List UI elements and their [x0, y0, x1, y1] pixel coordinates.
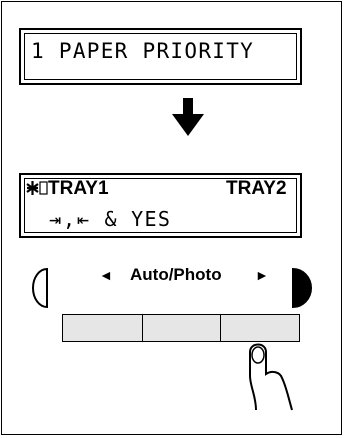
tray1-selection: TRAY1 [26, 178, 109, 200]
down-arrow-icon [172, 98, 204, 136]
lcd-display-tray-selection: TRAY1 TRAY2 ⇥,⇤ & YES [19, 173, 302, 238]
tray1-label: TRAY1 [48, 178, 109, 199]
dark-indicator-filled-icon [291, 267, 313, 309]
finger-press-icon [242, 334, 302, 414]
left-arrow-icon: ◄ [99, 267, 113, 283]
lcd-instruction: ⇥,⇤ & YES [49, 207, 171, 231]
density-button-left[interactable] [62, 314, 144, 342]
lcd-message: 1 PAPER PRIORITY [31, 39, 254, 63]
lcd-display-paper-priority: 1 PAPER PRIORITY [19, 28, 302, 85]
lcd-instruction-text: & YES [91, 207, 171, 231]
left-right-keys-icon: ⇥,⇤ [49, 207, 91, 231]
illustration-frame: 1 PAPER PRIORITY TRAY1 TRAY2 ⇥,⇤ & YES ◄… [1, 1, 342, 435]
asterisk-icon [26, 180, 39, 196]
auto-photo-label: Auto/Photo [130, 265, 222, 285]
density-button-middle[interactable] [142, 314, 222, 342]
paper-tray-icon [39, 180, 48, 196]
right-arrow-icon: ► [255, 267, 269, 283]
light-indicator-open-icon [31, 267, 49, 309]
tray2-label: TRAY2 [226, 178, 287, 200]
